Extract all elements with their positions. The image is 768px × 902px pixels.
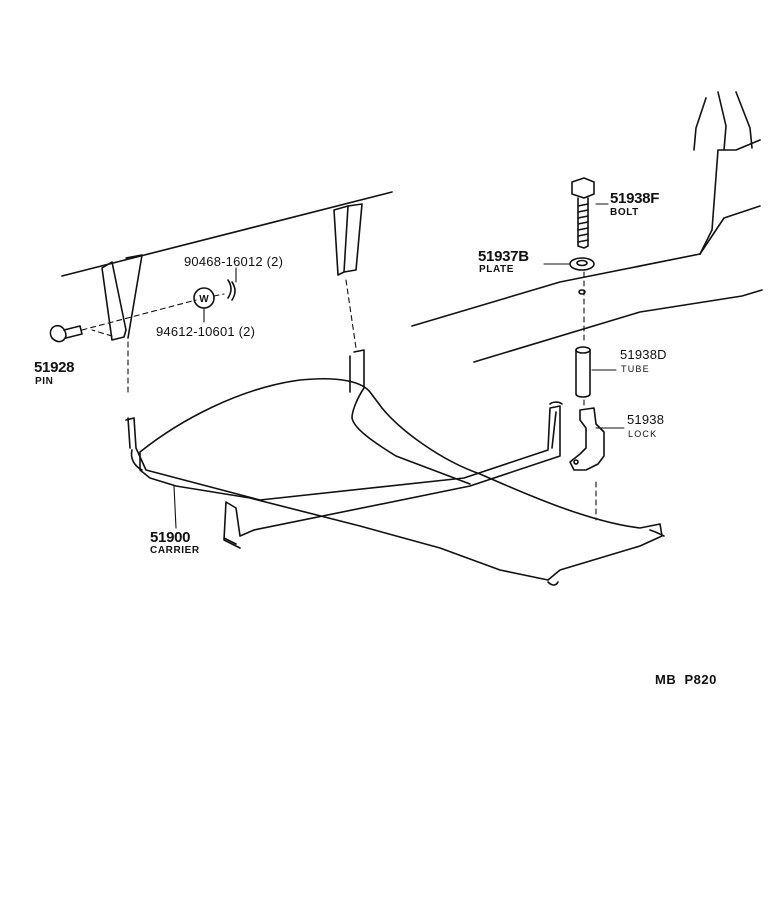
lock-part xyxy=(569,407,605,471)
fastener-number-90468-16012: 90468-16012 (2) xyxy=(184,254,284,269)
part-name-carrier: CARRIER xyxy=(150,545,200,556)
part-name-pin: PIN xyxy=(35,376,54,387)
part-name-plate: PLATE xyxy=(479,264,515,275)
part-number-51928: 51928 xyxy=(34,359,75,376)
part-name-bolt: BOLT xyxy=(610,207,639,218)
clip-part xyxy=(227,279,236,301)
part-number-51937B: 51937B xyxy=(478,248,529,265)
fastener-number-94612-10601: 94612-10601 (2) xyxy=(156,324,256,339)
bolt-part xyxy=(571,177,595,249)
carrier-frame xyxy=(125,349,665,586)
diagram-code: MB P820 xyxy=(655,672,717,687)
part-number-51938F: 51938F xyxy=(610,190,660,207)
part-name-tube: TUBE xyxy=(621,364,650,374)
part-number-51900: 51900 xyxy=(150,529,191,546)
leader-lines xyxy=(173,203,625,529)
washer-symbol: W xyxy=(199,294,209,305)
tube-part xyxy=(575,346,591,398)
part-name-lock: LOCK xyxy=(628,429,658,439)
body-bolt-hole xyxy=(578,289,586,295)
pin-part xyxy=(49,324,83,343)
vehicle-body-outline xyxy=(61,91,763,363)
plate-part xyxy=(569,257,595,271)
assembly-lines xyxy=(81,271,597,521)
part-number-51938: 51938 xyxy=(627,412,665,427)
part-number-51938D: 51938D xyxy=(620,347,667,362)
